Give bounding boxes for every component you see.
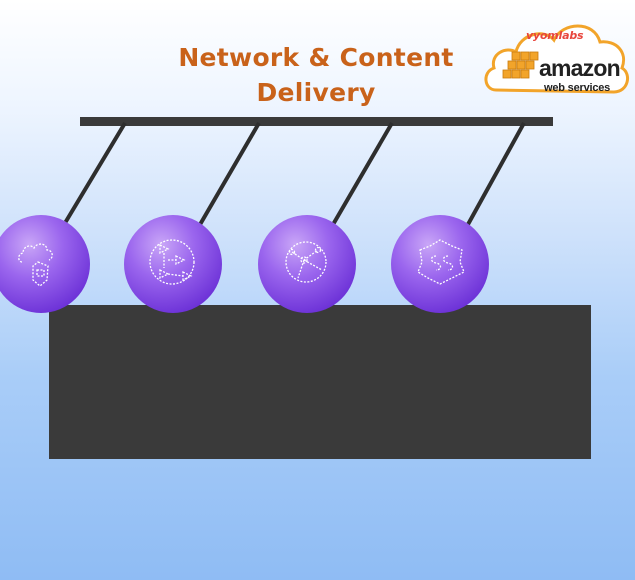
- page-title: Network & Content Delivery: [160, 40, 472, 110]
- logo-cloud-icon: [484, 24, 630, 94]
- ball-network-nodes: [258, 215, 356, 313]
- logo-web-services-text: web services: [544, 82, 611, 94]
- cradle-base: [49, 305, 591, 459]
- ball-dollar-badge: [391, 215, 489, 313]
- ball-cloud-shield: [0, 215, 90, 313]
- logo-brand-text: vyomlabs: [526, 29, 584, 42]
- dollar-badge-icon: [417, 239, 465, 285]
- title-line-2: Delivery: [256, 78, 376, 107]
- network-nodes-icon: [285, 241, 327, 283]
- title-line-1: Network & Content: [178, 43, 454, 72]
- cradle-string: [60, 121, 127, 230]
- logo-amazon-text: amazon: [539, 55, 621, 81]
- aws-logo: vyomlabs amazon web services: [482, 12, 632, 104]
- flow-arrows-icon: [149, 239, 195, 285]
- cradle-string: [329, 121, 394, 230]
- cradle-top-bar: [80, 117, 553, 126]
- cradle-string: [464, 122, 526, 229]
- ball-flow-arrows: [124, 215, 222, 313]
- cradle-string: [196, 121, 261, 230]
- cloud-shield-icon: [18, 243, 53, 287]
